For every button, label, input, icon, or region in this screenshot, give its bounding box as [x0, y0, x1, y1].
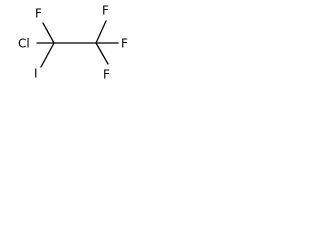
bond-c2-f-bottom [95, 42, 109, 65]
bond-c1-f [42, 22, 55, 44]
atom-label-f-c2-top: F [102, 4, 109, 18]
bond-c1-i [40, 42, 55, 68]
atom-label-f-c2-right: F [121, 37, 128, 51]
atom-label-f-c2-bottom: F [103, 68, 110, 82]
atom-label-cl: Cl [18, 37, 30, 51]
atom-label-f-c1: F [35, 7, 42, 21]
atom-label-i: I [34, 67, 38, 81]
bond-c2-f-top [95, 20, 107, 44]
structure-diagram: Cl F I F F F [18, 4, 128, 82]
